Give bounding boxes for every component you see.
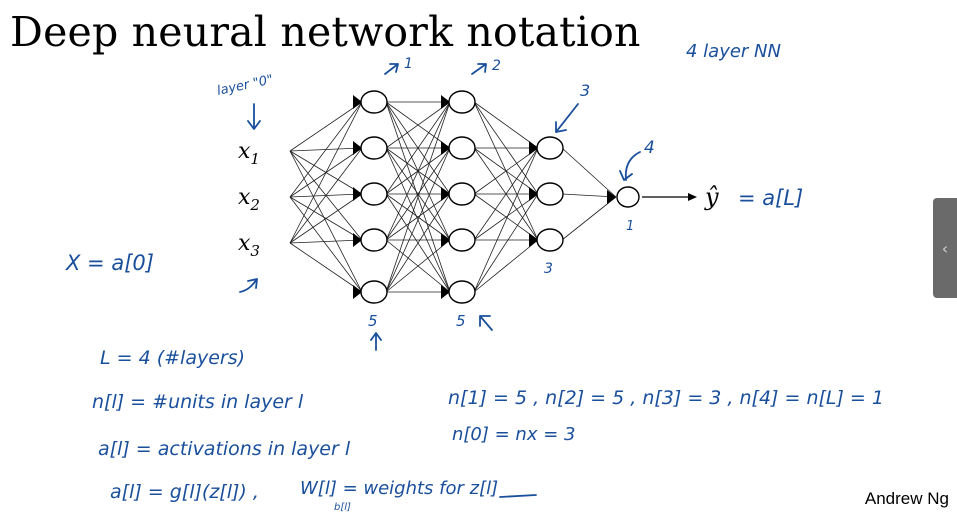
edge-l1-2-0 [385,101,451,195]
note-num-layers: L = 4 (#layers) [100,347,245,369]
author-label: Andrew Ng [864,489,949,508]
input-arrowhead-l3-0 [529,141,538,155]
edge-l2-3-0 [473,147,539,241]
input-arrowhead-l4-0 [607,190,616,204]
input-label-x2: x2 [238,185,260,214]
curved-arrow-icon [239,278,258,293]
edge-l0-2-3 [289,239,363,244]
note-a-definition: a[l] = activations in layer l [98,438,351,460]
input-labels: x1 x2 x3 [238,139,260,260]
underline-z [499,494,537,498]
edge-l2-4-2 [473,239,539,293]
arrow-up-icon [370,332,382,351]
slide-title: Deep neural network notation [10,8,641,56]
input-label-x3: x3 [238,231,260,260]
arrow-layer1-icon [384,63,399,75]
annotation-count-layer2: 5 [456,312,466,330]
network-neurons [353,90,640,304]
input-arrowhead-l1-4 [353,285,362,299]
edge-l3-0-0 [561,147,617,198]
edge-l0-2-4 [289,242,363,293]
annotation-layer4: 4 [644,138,655,158]
neuron-l2-4 [448,280,476,304]
edge-l0-1-0 [289,101,363,198]
neuron-l2-2 [448,182,476,206]
edge-l1-4-2 [385,193,451,293]
note-w-definition: W[l] = weights for z[l] [300,478,498,499]
edge-l0-0-0 [289,101,363,152]
edge-l1-1-0 [385,101,451,149]
edge-l2-4-1 [473,193,539,293]
chevron-left-icon: ‹ [941,238,949,258]
edge-l0-2-2 [289,193,363,244]
handwritten-notes: L = 4 (#layers) n[l] = #units in layer l… [92,347,884,513]
edge-l0-2-0 [289,101,363,244]
output-arrow [642,193,697,201]
input-arrowhead-l2-2 [441,187,450,201]
neuron-l4-0 [616,186,640,208]
neuron-l3-2 [536,228,564,252]
annotation-four-layer-nn: 4 layer NN [686,41,781,62]
input-arrowhead-l1-0 [353,95,362,109]
neuron-l1-4 [360,280,388,304]
edge-l2-2-0 [473,147,539,195]
edge-l2-3-1 [473,193,539,241]
edge-l0-2-1 [289,147,363,244]
annotation-count-layer4: 1 [626,219,634,234]
edge-l0-1-4 [289,196,363,293]
annotation-layer2: 2 [492,58,501,74]
arrow-nw-icon [479,315,493,331]
edge-l1-3-1 [385,147,451,241]
annotation-layer0: layer "0" [216,72,275,99]
arrow-layer3-icon [555,103,579,133]
neuron-l2-1 [448,136,476,160]
input-arrowhead-l1-2 [353,187,362,201]
annotation-x-eq-a0: X = a[0] [65,251,154,275]
neuron-l1-3 [360,228,388,252]
input-arrowhead-l1-1 [353,141,362,155]
neuron-l1-2 [360,182,388,206]
arrow-layer2-icon [471,63,487,75]
input-arrowhead-l3-2 [529,233,538,247]
input-arrowhead-l2-4 [441,285,450,299]
output-label-yhat: ŷ [704,183,719,211]
annotation-layer1: 1 [404,56,413,72]
network-edges [289,101,617,293]
input-label-x1: x1 [238,139,260,168]
neuron-l1-0 [360,90,388,114]
side-panel-tab[interactable]: ‹ [933,198,957,298]
annotation-count-layer1: 5 [368,312,378,330]
note-n-definition: n[l] = #units in layer l [92,391,304,413]
neuron-l2-3 [448,228,476,252]
annotation-yhat-eq: = a[L] [738,186,803,210]
edge-l3-2-0 [561,196,617,241]
edge-l2-0-0 [473,101,539,149]
arrow-down-icon [247,103,261,130]
edge-l1-3-0 [385,101,451,241]
annotation-count-layer3: 3 [544,261,553,277]
input-arrowhead-l3-1 [529,187,538,201]
input-arrowhead-l2-1 [441,141,450,155]
edge-l1-4-1 [385,147,451,293]
edge-l1-3-2 [385,193,451,241]
input-arrowhead-l2-3 [441,233,450,247]
input-arrowhead-l1-3 [353,233,362,247]
edge-l1-4-3 [385,239,451,293]
note-a-equation: a[l] = g[l](z[l]) , [110,481,259,503]
annotation-layer3: 3 [580,81,590,100]
edge-l1-4-0 [385,101,451,293]
edge-l0-0-4 [289,150,363,293]
neuron-l3-1 [536,182,564,206]
input-arrowhead-l2-0 [441,95,450,109]
edge-l2-4-0 [473,147,539,293]
note-n0: n[0] = nx = 3 [452,424,575,445]
neuron-l1-1 [360,136,388,160]
note-b-subscript: b[l] [334,502,351,513]
neuron-l2-0 [448,90,476,114]
arrow-layer4-icon [619,151,641,181]
neuron-l3-0 [536,136,564,160]
note-n-values: n[1] = 5 , n[2] = 5 , n[3] = 3 , n[4] = … [448,387,884,409]
